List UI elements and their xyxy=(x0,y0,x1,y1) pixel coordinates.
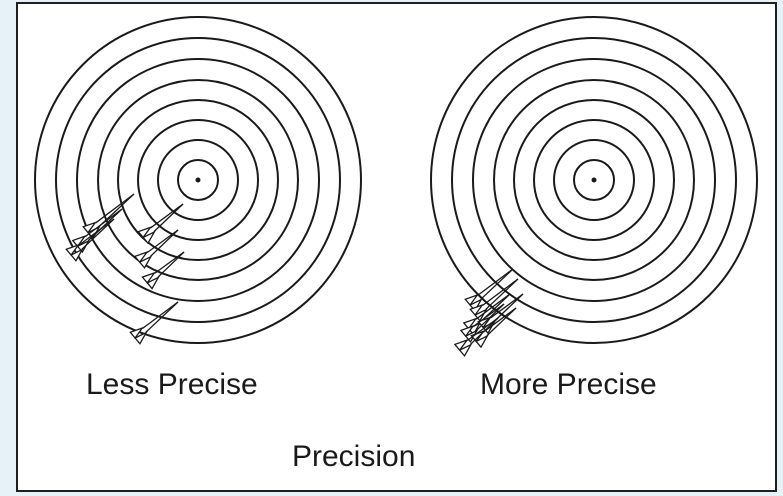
diagram-canvas xyxy=(34,16,758,358)
target-ring xyxy=(117,99,279,261)
target-ring xyxy=(451,37,737,323)
target-ring xyxy=(553,139,635,221)
dart xyxy=(453,317,499,358)
more-precise-target xyxy=(430,16,758,358)
target-ring xyxy=(493,79,695,281)
target-ring xyxy=(76,58,320,302)
dart xyxy=(65,218,115,262)
target-ring xyxy=(177,159,219,201)
target-ring xyxy=(157,139,239,221)
target-ring xyxy=(137,119,259,241)
target-ring xyxy=(472,58,716,302)
target-ring xyxy=(513,99,675,261)
bullseye-dot xyxy=(591,177,597,183)
dart xyxy=(129,301,179,345)
target-ring xyxy=(55,37,341,323)
dart xyxy=(137,203,184,245)
target-ring xyxy=(430,16,758,344)
less-precise-target xyxy=(34,16,362,345)
target-ring xyxy=(97,79,299,281)
target-ring xyxy=(533,119,655,241)
diagram-panel: Less Precise More Precise Precision xyxy=(16,2,777,492)
dart xyxy=(133,229,179,270)
dart xyxy=(141,251,185,290)
precision-caption: Precision xyxy=(292,440,416,473)
dart xyxy=(469,278,519,322)
bullseye-dot xyxy=(195,177,201,183)
less-precise-label: Less Precise xyxy=(86,368,258,401)
dart xyxy=(470,307,517,349)
more-precise-label: More Precise xyxy=(480,368,657,401)
target-ring xyxy=(573,159,615,201)
target-ring xyxy=(34,16,362,344)
